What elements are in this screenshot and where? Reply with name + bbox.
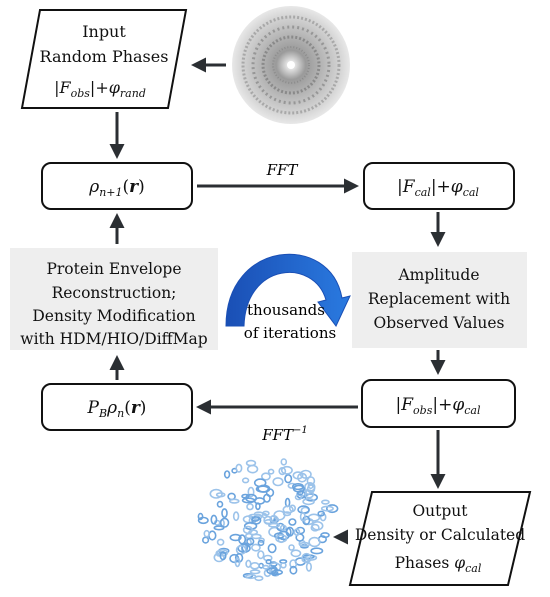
protein-line4: with HDM/HIO/DiffMap bbox=[20, 330, 207, 348]
iteration-arrow-icon bbox=[225, 253, 351, 327]
output-subtitle: Density or Calculated bbox=[355, 526, 525, 544]
input-box: Input Random Phases |Fobs|+φrand bbox=[20, 9, 188, 109]
protein-box: Protein Envelope Reconstruction; Density… bbox=[10, 248, 218, 350]
protein-line1: Protein Envelope bbox=[46, 260, 181, 278]
inverse-fft-label: FFT−1 bbox=[261, 425, 308, 444]
protein-line3: Density Modification bbox=[32, 307, 195, 325]
output-box: Output Density or Calculated Phases φcal bbox=[348, 491, 532, 586]
output-title: Output bbox=[412, 502, 468, 520]
amplitude-box: Amplitude Replacement with Observed Valu… bbox=[352, 252, 527, 348]
protein-line2: Reconstruction; bbox=[52, 284, 177, 302]
input-subtitle: Random Phases bbox=[40, 47, 169, 66]
rho-next-box: ρn+1(r) bbox=[41, 162, 193, 210]
fft-label: FFT bbox=[266, 161, 299, 179]
diffraction-pattern-image bbox=[232, 6, 350, 124]
pb-box: PBρn(r) bbox=[41, 383, 193, 431]
iterations-line1: thousands bbox=[247, 301, 325, 319]
output-formula: Phases φcal bbox=[395, 554, 482, 575]
input-title: Input bbox=[82, 22, 126, 41]
fobs-box: |Fobs|+φcal bbox=[361, 379, 516, 428]
fcal-box: |Fcal|+φcal bbox=[363, 162, 515, 210]
amplitude-line2: Replacement with bbox=[368, 290, 510, 308]
amplitude-line1: Amplitude bbox=[397, 266, 479, 284]
iterations-line2: of iterations bbox=[244, 324, 336, 342]
rho-next-formula: ρn+1(r) bbox=[88, 177, 145, 199]
amplitude-line3: Observed Values bbox=[373, 314, 504, 332]
pb-formula: PBρn(r) bbox=[87, 398, 147, 420]
electron-density-map-image bbox=[197, 458, 339, 582]
